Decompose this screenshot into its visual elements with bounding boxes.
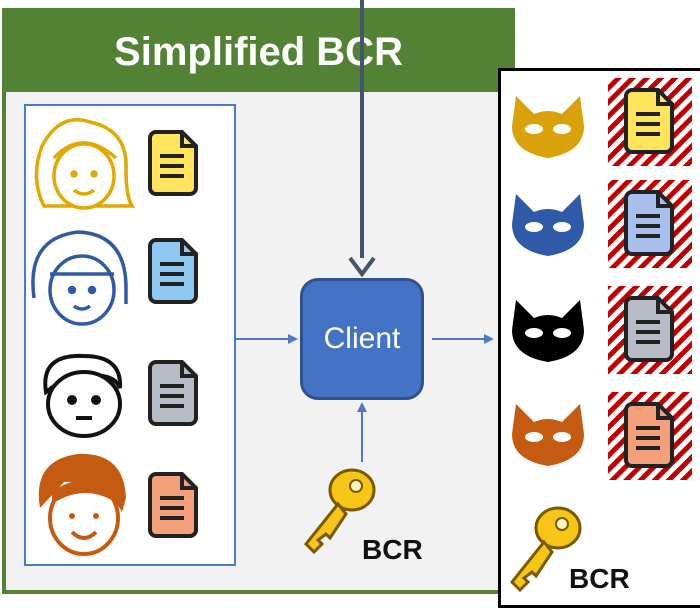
user-yellow (34, 117, 136, 210)
key-label-right: BCR (569, 563, 630, 594)
masked-doc-yellow-icon (624, 88, 674, 154)
key-label-center: BCR (362, 534, 423, 565)
doc-yellow-icon (148, 130, 198, 196)
page-title: Simplified BCR (114, 29, 403, 74)
masked-doc-orange-icon (624, 402, 674, 468)
client-node: Client (300, 278, 424, 400)
masked-doc-gray-icon (624, 296, 674, 362)
doc-orange-icon (148, 472, 198, 538)
key-icon-right (510, 506, 582, 592)
masked-doc-blue-icon (624, 190, 674, 256)
client-label: Client (323, 322, 401, 355)
mask-yellow-icon (512, 96, 584, 158)
mask-orange-icon (512, 404, 584, 466)
mask-black-icon (512, 300, 584, 362)
mask-blue-icon (512, 194, 584, 256)
user-blue (31, 230, 128, 326)
top-arrowhead (348, 256, 376, 278)
user-orange (38, 453, 126, 556)
key-icon-center (304, 468, 376, 554)
doc-blue-icon (148, 238, 198, 304)
title-bar: Simplified BCR (6, 12, 511, 92)
doc-gray-icon (148, 360, 198, 426)
user-black (43, 353, 123, 438)
